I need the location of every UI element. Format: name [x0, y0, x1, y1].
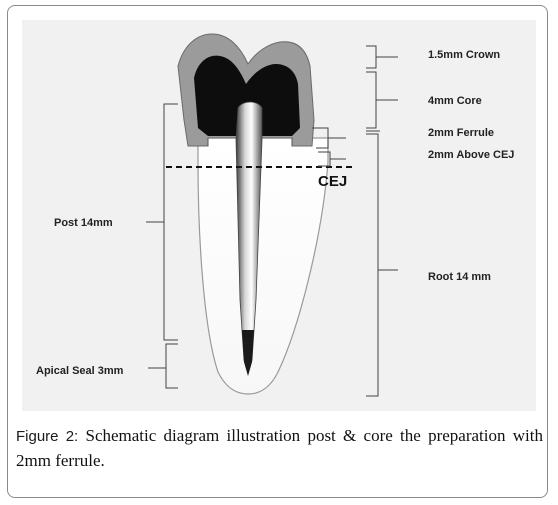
label-root: Root 14 mm [428, 271, 491, 283]
label-crown: 1.5mm Crown [428, 49, 500, 61]
bracket-post [163, 103, 178, 341]
label-cej: CEJ [318, 173, 347, 190]
figure-label: Figure 2: [16, 428, 79, 445]
label-post: Post 14mm [54, 217, 113, 229]
bracket-crown [366, 45, 377, 69]
label-apical-seal: Apical Seal 3mm [36, 365, 124, 377]
label-above-cej: 2mm Above CEJ [428, 149, 514, 161]
right-brackets [312, 45, 398, 397]
core [194, 55, 300, 136]
caption-text: Schematic diagram illustration post & co… [16, 426, 543, 470]
tooth-root [197, 137, 329, 395]
left-brackets [146, 103, 178, 389]
label-ferrule: 2mm Ferrule [428, 127, 494, 139]
figure-caption: Figure 2: Schematic diagram illustration… [16, 424, 543, 473]
bracket-root [366, 133, 379, 397]
bracket-apical-seal [165, 343, 178, 389]
label-core: 4mm Core [428, 95, 482, 107]
bracket-core [366, 71, 377, 129]
apical-seal [242, 330, 254, 376]
